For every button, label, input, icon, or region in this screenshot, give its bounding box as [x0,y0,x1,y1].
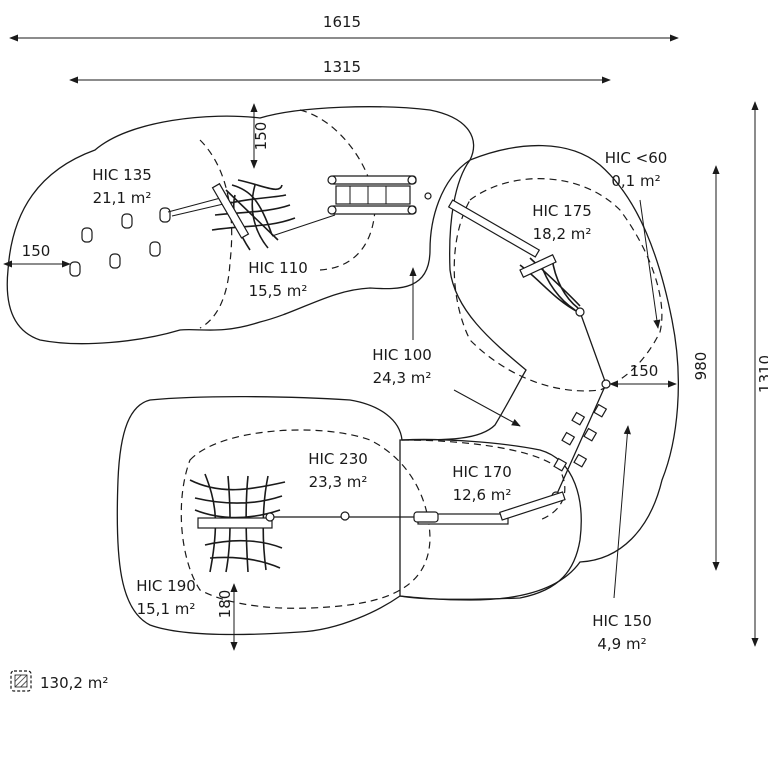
svg-text:15,5 m²: 15,5 m² [249,282,308,300]
top-margin-label: 150 [252,122,270,151]
inner-width-label: 1315 [323,58,361,76]
svg-text:HIC 110: HIC 110 [248,259,308,277]
svg-text:0,1 m²: 0,1 m² [611,172,660,190]
zone-label-hic110: HIC 110 15,5 m² [248,259,308,300]
fall-zone-lower-left [180,429,431,609]
zone-label-hic170: HIC 170 12,6 m² [452,463,512,504]
stepping-posts [69,207,171,277]
svg-text:12,6 m²: 12,6 m² [453,486,512,504]
rope-left [167,195,229,213]
svg-text:18,2 m²: 18,2 m² [533,225,592,243]
zone-label-hic175: HIC 175 18,2 m² [532,202,592,243]
zone-label-hic100: HIC 100 24,3 m² [372,346,432,387]
fall-zone-right [453,178,663,392]
overall-width-label: 1615 [323,13,361,31]
zone-label-hic150: HIC 150 4,9 m² [592,612,652,653]
balance-beam-lower [413,491,566,525]
zone-label-hic135: HIC 135 21,1 m² [92,166,152,207]
legend: 130,2 m² [10,670,108,692]
zone-outline-upper-left [6,106,475,345]
inner-height-label: 980 [692,352,710,381]
svg-text:4,9 m²: 4,9 m² [597,635,646,653]
zone-label-hic230: HIC 230 23,3 m² [308,450,368,491]
zone-outline-lower-left [116,395,582,636]
svg-text:HIC <60: HIC <60 [605,149,668,167]
svg-text:HIC 230: HIC 230 [308,450,368,468]
equipment [69,175,611,573]
svg-text:15,1 m²: 15,1 m² [137,600,196,618]
climbing-net-right [447,199,581,313]
zone-label-hic60: HIC <60 0,1 m² [605,149,668,190]
svg-text:HIC 150: HIC 150 [592,612,652,630]
bridge-platform [327,175,432,215]
svg-text:24,3 m²: 24,3 m² [373,369,432,387]
left-margin-label: 150 [22,242,51,260]
total-area-label: 130,2 m² [40,674,108,692]
bottom-margin-label: 180 [216,590,234,619]
svg-text:21,1 m²: 21,1 m² [93,189,152,207]
climbing-net-upper [211,179,296,251]
overall-height-label: 1310 [756,355,768,393]
hand-holds [553,403,608,472]
svg-text:HIC 190: HIC 190 [136,577,196,595]
right-margin-label: 150 [630,362,659,380]
zone-outline-right [399,144,679,601]
svg-text:HIC 175: HIC 175 [532,202,592,220]
zone-label-hic190: HIC 190 15,1 m² [136,577,196,618]
fall-zone-left [199,139,233,329]
rope-to-bridge [271,214,336,237]
climbing-net-lower [189,473,286,573]
leader-arrows [409,199,661,599]
svg-text:HIC 135: HIC 135 [92,166,152,184]
svg-text:HIC 170: HIC 170 [452,463,512,481]
safety-zone-outlines [6,106,679,636]
svg-text:23,3 m²: 23,3 m² [309,473,368,491]
dimension-lines [3,34,759,651]
svg-text:HIC 100: HIC 100 [372,346,432,364]
